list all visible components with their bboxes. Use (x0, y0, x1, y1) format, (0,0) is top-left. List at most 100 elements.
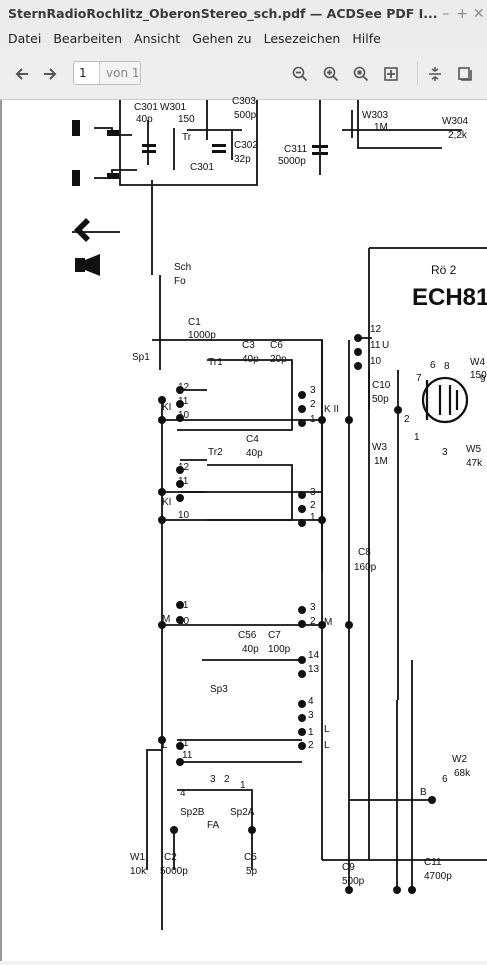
schematic-terminal (318, 621, 326, 629)
maximize-button[interactable]: + (456, 5, 469, 22)
schematic-terminal (408, 886, 416, 894)
schematic-terminal (345, 621, 353, 629)
schematic-label: 2 (404, 414, 410, 425)
schematic-label: Sp1 (132, 352, 150, 363)
schematic-label: 10 (178, 510, 190, 521)
schematic-label: C11 (424, 857, 442, 868)
menu-hilfe[interactable]: Hilfe (352, 30, 381, 46)
schematic-label: 12 (370, 324, 382, 335)
schematic-label: U (382, 340, 389, 351)
schematic-label: Rö 2 (431, 263, 457, 277)
schematic-label: 5000p (278, 156, 306, 167)
schematic-terminal (345, 416, 353, 424)
schematic-label: 6 (442, 774, 448, 785)
schematic-label: B (420, 787, 427, 798)
zoom-in-button[interactable] (319, 62, 343, 86)
schematic-terminal (176, 616, 184, 624)
zoom-fit-button[interactable] (349, 62, 373, 86)
schematic-terminal (298, 742, 306, 750)
schematic-label: 500p (342, 876, 365, 887)
schematic-label: C8 (358, 547, 371, 558)
schematic-terminal (176, 742, 184, 750)
schematic-label: 11 (178, 396, 189, 407)
schematic-terminal (298, 620, 306, 628)
schematic-label: W304 (442, 116, 469, 127)
schematic-label: 500p (234, 110, 257, 121)
schematic-label: W5 (466, 444, 481, 455)
schematic-label: 40p (242, 354, 259, 365)
schematic-label: C301 (190, 162, 214, 173)
schematic-label: W2 (452, 754, 467, 765)
schematic-terminal (393, 886, 401, 894)
zoom-out-button[interactable] (288, 62, 312, 86)
schematic-label: C302 (234, 140, 258, 151)
schematic-label: 47k (466, 458, 483, 469)
next-page-button[interactable] (38, 62, 62, 86)
page-number-box: von 1 (73, 61, 141, 85)
zoom-out-icon (292, 66, 308, 82)
schematic-label: W3 (372, 442, 387, 453)
schematic-label: 32p (234, 154, 251, 165)
menu-lesezeichen[interactable]: Lesezeichen (263, 30, 341, 46)
schematic-label: 11 (182, 750, 193, 761)
schematic-label: C4 (246, 434, 259, 445)
schematic-label: 1M (374, 456, 388, 467)
minimize-button[interactable]: – (442, 5, 450, 22)
schematic-label: 5000p (160, 866, 188, 877)
schematic-label: 160p (354, 562, 377, 573)
schematic-label: 2 (224, 774, 230, 785)
page-number-input[interactable] (74, 62, 100, 84)
menu-bearbeiten[interactable]: Bearbeiten (53, 30, 123, 46)
fit-width-button[interactable] (423, 62, 447, 86)
schematic-label: 3 (310, 487, 316, 498)
schematic-label: KI (162, 497, 171, 508)
schematic-label: 9 (480, 374, 486, 385)
close-button[interactable]: ✕ (472, 5, 485, 22)
menu-datei[interactable]: Datei (8, 30, 42, 46)
menu-gehen-zu[interactable]: Gehen zu (192, 30, 252, 46)
schematic-label: Tr (182, 132, 192, 143)
schematic-label: 1 (240, 780, 246, 791)
schematic-label: 40p (242, 644, 259, 655)
schematic-terminal (298, 405, 306, 413)
schematic-label: 13 (308, 664, 320, 675)
schematic-label: Sp2B (180, 807, 205, 818)
schematic-terminal (318, 516, 326, 524)
previous-page-button[interactable] (10, 62, 34, 86)
menu-ansicht[interactable]: Ansicht (134, 30, 181, 46)
zoom-actual-button[interactable] (379, 62, 403, 86)
schematic-label: L (162, 740, 168, 751)
schematic-label: 10 (178, 616, 190, 627)
schematic-terminal (176, 466, 184, 474)
schematic-label: 20p (270, 354, 287, 365)
schematic-label: W303 (362, 110, 389, 121)
schematic-label: 6 (430, 360, 436, 371)
schematic-label: C311 (284, 144, 308, 155)
schematic-terminal (298, 656, 306, 664)
schematic-label: ECH81 (412, 284, 487, 311)
schematic-terminal (354, 348, 362, 356)
schematic-label: 3 (310, 385, 316, 396)
schematic-label: Sp3 (210, 684, 228, 695)
zoom-in-icon (323, 66, 339, 82)
schematic-label: M (162, 614, 170, 625)
schematic-label: 2 (308, 740, 314, 751)
schematic-terminal (318, 416, 326, 424)
single-page-icon (458, 67, 472, 81)
schematic-terminal (298, 714, 306, 722)
schematic-label: 4700p (424, 871, 452, 882)
schematic-label: C5 (244, 852, 257, 863)
schematic-terminal (354, 334, 362, 342)
single-page-button[interactable] (453, 62, 477, 86)
schematic-label: W301 (160, 102, 187, 113)
schematic-label: C3 (242, 340, 255, 351)
schematic-label: Tr2 (208, 447, 223, 458)
schematic-terminal (158, 396, 166, 404)
schematic-terminal (298, 728, 306, 736)
title-bar: SternRadioRochlitz_OberonStereo_sch.pdf … (0, 0, 487, 27)
schematic-label: 1 (310, 414, 316, 425)
schematic-label: 68k (454, 768, 471, 779)
